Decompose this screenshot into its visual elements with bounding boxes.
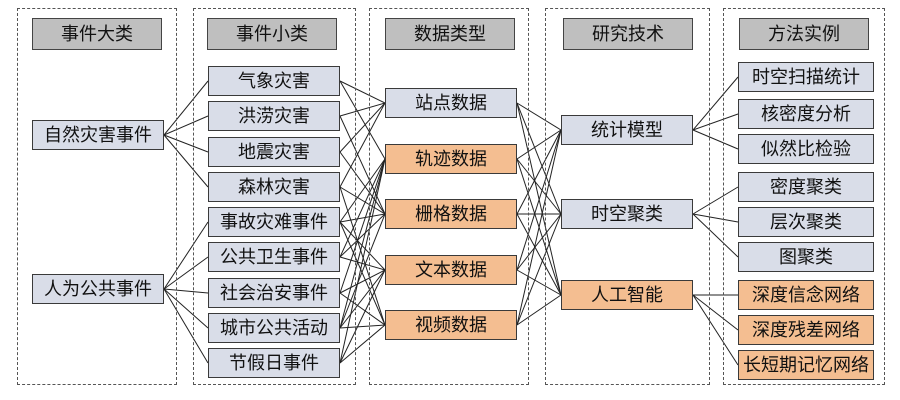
connector-data-types-1-to-techniques-1	[516, 158, 562, 215]
connector-categories-0-to-subcategories-3	[163, 134, 209, 188]
data-types-node-4: 视频数据	[385, 310, 517, 340]
categories-node-0: 自然灾害事件	[32, 120, 164, 150]
subcategories-node-7: 城市公共活动	[208, 313, 340, 343]
connector-subcategories-3-to-data-types-2	[339, 186, 386, 215]
column-data-type	[369, 8, 529, 385]
connector-subcategories-3-to-data-types-4	[339, 186, 386, 326]
connector-categories-0-to-subcategories-2	[163, 134, 209, 153]
connector-categories-1-to-subcategories-5	[163, 256, 209, 290]
connector-categories-1-to-subcategories-7	[163, 288, 209, 329]
data-types-node-3: 文本数据	[385, 255, 517, 285]
subcategories-node-2: 地震灾害	[208, 137, 340, 167]
connector-subcategories-5-to-data-types-3	[339, 256, 386, 271]
examples-node-7: 深度残差网络	[738, 315, 874, 345]
connector-techniques-2-to-examples-7	[692, 294, 739, 331]
connector-subcategories-6-to-data-types-1	[339, 158, 386, 294]
connector-subcategories-8-to-data-types-4	[339, 324, 386, 364]
examples-node-6: 深度信念网络	[738, 280, 874, 310]
subcategories-node-4: 事故灾难事件	[208, 207, 340, 237]
connector-subcategories-1-to-data-types-0	[339, 102, 386, 117]
connector-subcategories-4-to-data-types-4	[339, 221, 386, 326]
connector-techniques-1-to-examples-5	[692, 213, 739, 258]
connector-subcategories-0-to-data-types-1	[339, 80, 386, 160]
examples-node-8: 长短期记忆网络	[738, 350, 874, 380]
subcategories-node-0: 气象灾害	[208, 66, 340, 96]
connector-subcategories-6-to-data-types-3	[339, 269, 386, 294]
connector-data-types-2-to-techniques-2	[516, 213, 562, 296]
connector-techniques-0-to-examples-1	[692, 113, 739, 131]
column-example	[723, 8, 885, 385]
connector-data-types-4-to-techniques-0	[516, 129, 562, 326]
connector-subcategories-7-to-data-types-2	[339, 213, 386, 329]
column-category	[17, 8, 177, 385]
connector-categories-1-to-subcategories-4	[163, 221, 209, 290]
connector-data-types-4-to-techniques-1	[516, 213, 562, 326]
connector-data-types-0-to-techniques-1	[516, 102, 562, 215]
connector-categories-1-to-subcategories-6	[163, 288, 209, 294]
categories-node-1: 人为公共事件	[32, 274, 164, 304]
subcategories-node-5: 公共卫生事件	[208, 242, 340, 272]
connector-data-types-3-to-techniques-0	[516, 129, 562, 271]
header-technique: 研究技术	[563, 18, 693, 50]
column-subcategory	[193, 8, 356, 385]
connector-techniques-0-to-examples-0	[692, 76, 739, 131]
header-example: 方法实例	[739, 18, 869, 50]
examples-node-2: 似然比检验	[738, 134, 874, 164]
header-subcategory: 事件小类	[207, 18, 337, 50]
connector-techniques-1-to-examples-4	[692, 213, 739, 223]
data-types-node-1: 轨迹数据	[385, 144, 517, 174]
connector-techniques-1-to-examples-3	[692, 186, 739, 215]
connector-subcategories-2-to-data-types-0	[339, 102, 386, 153]
data-types-node-2: 栅格数据	[385, 199, 517, 229]
connector-data-types-4-to-techniques-2	[516, 294, 562, 326]
connector-techniques-0-to-examples-2	[692, 129, 739, 150]
column-technique	[545, 8, 710, 385]
connector-subcategories-1-to-data-types-2	[339, 115, 386, 215]
connector-categories-0-to-subcategories-0	[163, 80, 209, 136]
connector-subcategories-8-to-data-types-3	[339, 269, 386, 364]
connector-subcategories-4-to-data-types-3	[339, 221, 386, 271]
examples-node-1: 核密度分析	[738, 99, 874, 129]
subcategories-node-1: 洪涝灾害	[208, 101, 340, 131]
techniques-node-1: 时空聚类	[561, 199, 693, 229]
connector-data-types-1-to-techniques-0	[516, 129, 562, 160]
subcategories-node-3: 森林灾害	[208, 172, 340, 202]
header-data-type: 数据类型	[385, 18, 515, 50]
connector-categories-0-to-subcategories-1	[163, 115, 209, 136]
connector-subcategories-4-to-data-types-2	[339, 213, 386, 223]
connector-data-types-2-to-techniques-0	[516, 129, 562, 215]
connector-data-types-3-to-techniques-2	[516, 269, 562, 296]
subcategories-node-8: 节假日事件	[208, 348, 340, 378]
connector-data-types-3-to-techniques-1	[516, 213, 562, 271]
examples-node-4: 层次聚类	[738, 207, 874, 237]
connector-subcategories-0-to-data-types-0	[339, 80, 386, 104]
connector-subcategories-3-to-data-types-0	[339, 102, 386, 188]
techniques-node-0: 统计模型	[561, 115, 693, 145]
connector-subcategories-7-to-data-types-1	[339, 158, 386, 329]
connector-techniques-2-to-examples-8	[692, 294, 739, 366]
examples-node-5: 图聚类	[738, 242, 874, 272]
techniques-node-2: 人工智能	[561, 280, 693, 310]
subcategories-node-6: 社会治安事件	[208, 278, 340, 308]
data-types-node-0: 站点数据	[385, 88, 517, 118]
header-category: 事件大类	[32, 18, 162, 50]
connector-subcategories-5-to-data-types-2	[339, 213, 386, 258]
examples-node-0: 时空扫描统计	[738, 62, 874, 92]
connector-subcategories-7-to-data-types-3	[339, 269, 386, 329]
connector-subcategories-2-to-data-types-2	[339, 151, 386, 215]
connector-subcategories-4-to-data-types-1	[339, 158, 386, 223]
examples-node-3: 密度聚类	[738, 172, 874, 202]
connector-subcategories-8-to-data-types-1	[339, 158, 386, 364]
connector-subcategories-5-to-data-types-1	[339, 158, 386, 258]
connector-categories-1-to-subcategories-8	[163, 288, 209, 364]
connector-data-types-0-to-techniques-0	[516, 102, 562, 131]
